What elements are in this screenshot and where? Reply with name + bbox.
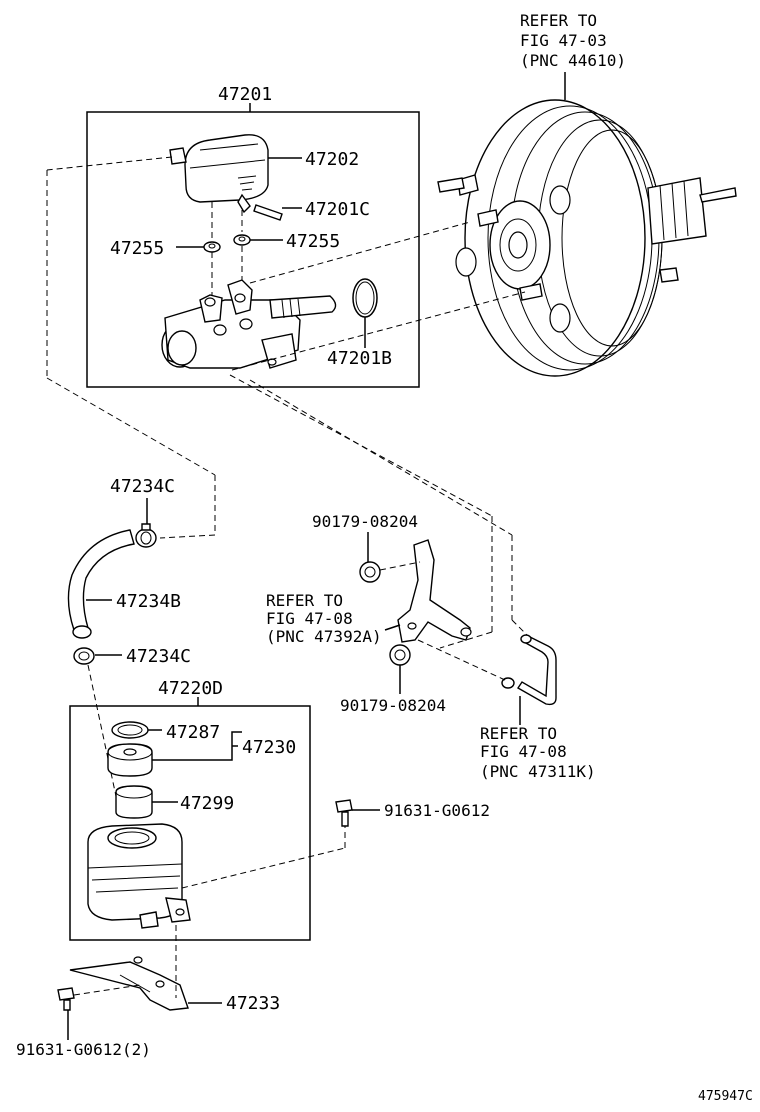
brake-tube-47311K bbox=[501, 634, 557, 706]
ref-tube-line1: REFER TO bbox=[480, 724, 557, 743]
ref-bracket-line3: (PNC 47392A) bbox=[266, 627, 382, 646]
nut-90179-bottom bbox=[389, 644, 411, 666]
bolt-91631-left bbox=[57, 987, 75, 1011]
label-91631-right: 91631-G0612 bbox=[384, 801, 490, 820]
label-47201B: 47201B bbox=[327, 348, 392, 369]
clamp-47234C-top bbox=[135, 523, 157, 548]
label-47299: 47299 bbox=[180, 793, 234, 814]
label-47230: 47230 bbox=[242, 737, 296, 758]
label-47287: 47287 bbox=[166, 722, 220, 743]
label-91631-left: 91631-G0612(2) bbox=[16, 1040, 151, 1059]
bolt-91631-right bbox=[335, 799, 353, 827]
label-47233: 47233 bbox=[226, 993, 280, 1014]
cap-47230 bbox=[107, 743, 153, 777]
hose-47234B bbox=[67, 529, 135, 639]
nut-90179-top bbox=[359, 561, 381, 583]
label-47234C-bottom: 47234C bbox=[126, 646, 191, 667]
label-90179-top: 90179-08204 bbox=[312, 512, 418, 531]
label-47201: 47201 bbox=[218, 84, 272, 105]
filter-47287 bbox=[111, 721, 149, 739]
strainer-47299 bbox=[115, 785, 153, 819]
grommet-47255-right bbox=[233, 234, 251, 246]
reservoir-assembly-box bbox=[69, 705, 311, 941]
label-47234C-top: 47234C bbox=[110, 476, 175, 497]
clamp-47234C-bottom bbox=[73, 647, 95, 665]
ref-bracket-line2: FIG 47-08 bbox=[266, 609, 353, 628]
bracket-47392A bbox=[397, 539, 472, 643]
brake-booster bbox=[437, 99, 737, 377]
label-47220D: 47220D bbox=[158, 678, 223, 699]
o-ring-47201B bbox=[352, 278, 378, 318]
figure-number: 475947C bbox=[698, 1089, 753, 1104]
label-90179-bottom: 90179-08204 bbox=[340, 696, 446, 715]
label-47202: 47202 bbox=[305, 149, 359, 170]
label-47255-left: 47255 bbox=[110, 238, 164, 259]
reservoir-tank-47202 bbox=[169, 134, 269, 214]
ref-booster-line1: REFER TO bbox=[520, 11, 597, 30]
ref-booster-line3: (PNC 44610) bbox=[520, 51, 626, 70]
ref-bracket-line1: REFER TO bbox=[266, 591, 343, 610]
bracket-47233 bbox=[69, 956, 189, 1011]
master-cylinder-body bbox=[161, 279, 337, 369]
label-47234B: 47234B bbox=[116, 591, 181, 612]
grommet-47255-left bbox=[203, 241, 221, 253]
ref-tube-line2: FIG 47-08 bbox=[480, 742, 567, 761]
label-47255-right: 47255 bbox=[286, 231, 340, 252]
reservoir-tank-47220D bbox=[87, 823, 191, 929]
ref-booster-line2: FIG 47-03 bbox=[520, 31, 607, 50]
label-47201C: 47201C bbox=[305, 199, 370, 220]
pin-47201C bbox=[253, 204, 283, 221]
ref-tube-line3: (PNC 47311K) bbox=[480, 762, 596, 781]
